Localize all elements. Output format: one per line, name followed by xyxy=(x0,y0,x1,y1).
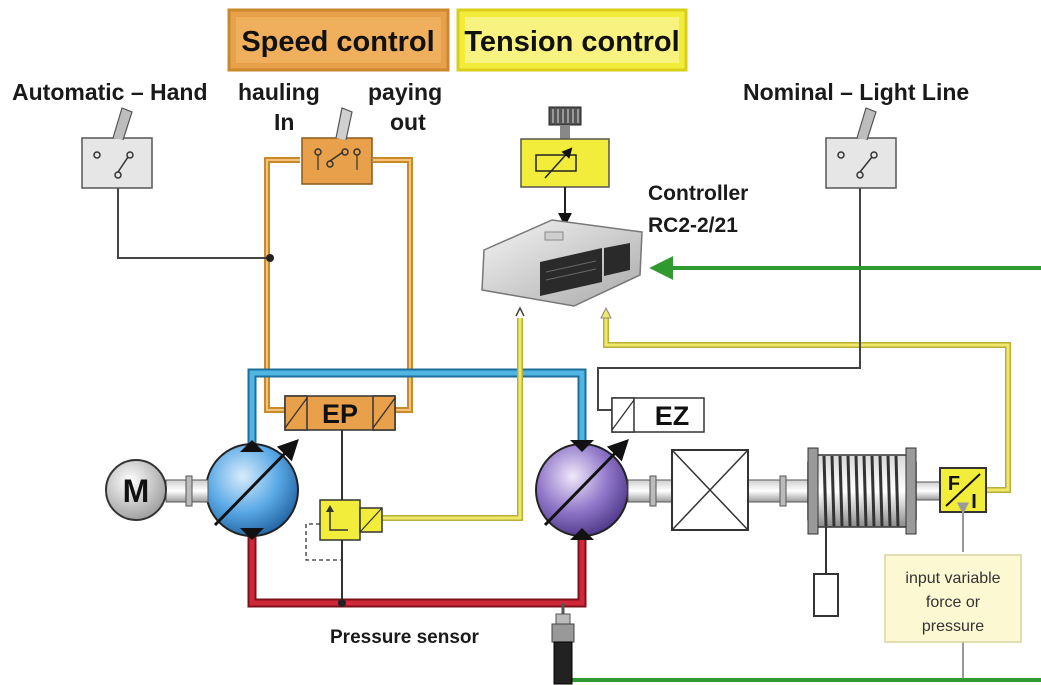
controller-label-line2: RC2-2/21 xyxy=(648,214,738,237)
pressure-sensor xyxy=(551,603,575,685)
winch-drum xyxy=(807,447,917,617)
note-line1: input variable xyxy=(905,570,1000,587)
force-current-converter: F I xyxy=(939,467,987,513)
nominal-light-line-switch[interactable] xyxy=(825,107,897,189)
ez-label: EZ xyxy=(655,401,690,431)
fi-letter-f: F xyxy=(948,473,960,495)
hauling-paying-switch[interactable] xyxy=(301,107,373,185)
input-variable-note: input variable force or pressure xyxy=(884,554,1022,643)
controller-label-line1: Controller xyxy=(648,182,748,205)
note-line2: force or xyxy=(926,594,981,611)
speed-control-label: Speed control xyxy=(241,26,434,58)
pressure-sensor-label: Pressure sensor xyxy=(330,627,480,648)
tension-control-header: Tension control xyxy=(456,8,688,72)
blue-hydraulic-line xyxy=(247,368,587,450)
junction-dot xyxy=(266,254,274,262)
automatic-hand-switch[interactable] xyxy=(81,107,153,189)
ecu-input-arrow xyxy=(515,306,525,317)
drive-shafts xyxy=(627,475,941,507)
auto-hand-signal-line xyxy=(117,185,270,259)
nominal-signal-line xyxy=(597,185,861,411)
controller-unit xyxy=(481,219,643,307)
note-line3: pressure xyxy=(922,618,984,635)
hauling-label-line2: In xyxy=(274,109,294,135)
fi-letter-i: I xyxy=(971,491,977,513)
hydraulic-motor xyxy=(535,438,629,540)
hydraulic-pump xyxy=(205,438,299,540)
ep-valve[interactable]: EP xyxy=(284,395,396,431)
gearbox xyxy=(671,449,749,531)
nominal-light-line-label: Nominal – Light Line xyxy=(743,79,969,105)
automatic-hand-label: Automatic – Hand xyxy=(12,79,208,105)
paying-label-line2: out xyxy=(390,109,426,135)
red-hydraulic-line xyxy=(247,530,587,608)
pressure-regulating-valve xyxy=(305,499,383,561)
ep-label: EP xyxy=(322,399,358,429)
tension-setpoint-potentiometer[interactable] xyxy=(520,106,610,227)
hauling-label-line1: hauling xyxy=(238,79,320,105)
electric-motor: M xyxy=(105,459,209,521)
yellow-signal-lines xyxy=(382,312,1011,521)
paying-label-line1: paying xyxy=(368,79,442,105)
junction-dot xyxy=(338,599,346,607)
tension-control-label: Tension control xyxy=(464,26,679,58)
ecu-input-arrow xyxy=(600,306,612,319)
motor-letter: M xyxy=(123,473,150,509)
ez-valve[interactable]: EZ xyxy=(611,397,705,433)
speed-control-header: Speed control xyxy=(227,8,450,72)
